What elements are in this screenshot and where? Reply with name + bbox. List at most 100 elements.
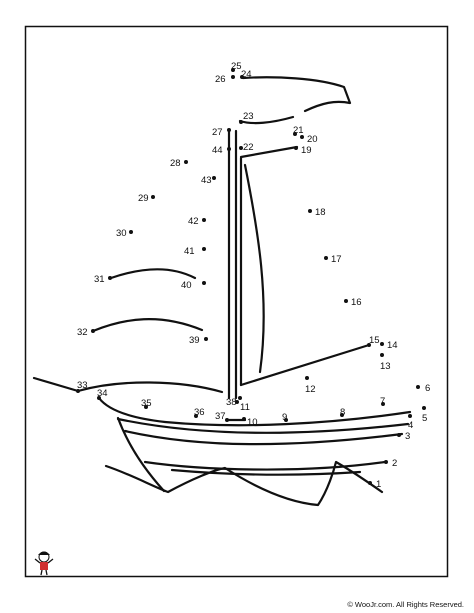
dot-23 xyxy=(239,120,243,124)
dot-number-18: 18 xyxy=(315,207,326,218)
dot-38 xyxy=(235,400,239,404)
dot-3 xyxy=(397,433,401,437)
jib-curve-lower xyxy=(91,318,204,333)
sail-top-edge xyxy=(239,145,299,159)
mascot-hair xyxy=(38,551,50,555)
dot-15 xyxy=(367,343,371,347)
hull-bow-line xyxy=(32,376,224,394)
dot-number-16: 16 xyxy=(351,297,362,308)
dot-31 xyxy=(108,276,112,280)
dot-34 xyxy=(97,396,101,400)
dot-number-36: 36 xyxy=(194,407,205,418)
dot-number-25: 25 xyxy=(231,61,242,72)
dot-number-43: 43 xyxy=(201,175,212,186)
dot-number-42: 42 xyxy=(188,216,199,227)
sail-boom xyxy=(239,343,371,387)
dot-24 xyxy=(240,75,244,79)
dot-number-8: 8 xyxy=(340,407,345,418)
dot-number-7: 7 xyxy=(380,396,385,407)
dot-33 xyxy=(76,389,80,393)
dot-number-31: 31 xyxy=(94,274,105,285)
dot-35 xyxy=(144,405,148,409)
mast xyxy=(227,128,238,400)
dot-number-22: 22 xyxy=(243,142,254,153)
dot-43 xyxy=(212,176,216,180)
dot-10 xyxy=(242,417,246,421)
hull-keel xyxy=(116,416,166,493)
hull-upper-plank xyxy=(116,417,410,434)
dot-44 xyxy=(227,147,231,151)
dot-number-2: 2 xyxy=(392,458,397,469)
dot-number-32: 32 xyxy=(77,327,88,338)
hull-waterline xyxy=(170,468,362,476)
dot-number-14: 14 xyxy=(387,340,398,351)
dot-30 xyxy=(129,230,133,234)
kid-mascot-logo xyxy=(34,551,54,576)
mascot-body xyxy=(40,562,48,570)
dot-number-35: 35 xyxy=(141,398,152,409)
dot-21 xyxy=(293,132,297,136)
dot-layer: 1234567891011121314151617181920212223242… xyxy=(76,61,430,490)
dot-9 xyxy=(284,418,288,422)
page-border xyxy=(24,25,449,578)
flag-bottom-edge xyxy=(238,115,295,125)
dot-1 xyxy=(368,481,372,485)
dot-11 xyxy=(238,396,242,400)
copyright-footer: © WooJr.com. All Rights Reserved. xyxy=(347,600,464,609)
dot-6 xyxy=(416,385,420,389)
dot-number-15: 15 xyxy=(369,335,380,346)
dot-25 xyxy=(231,68,235,72)
dot-17 xyxy=(324,256,328,260)
dot-number-17: 17 xyxy=(331,254,342,265)
hull-top-rail xyxy=(97,396,412,427)
dot-number-26: 26 xyxy=(215,74,226,85)
dot-number-29: 29 xyxy=(138,193,149,204)
dot-number-24: 24 xyxy=(241,69,252,80)
dot-number-30: 30 xyxy=(116,228,127,239)
dot-32 xyxy=(91,329,95,333)
dot-number-38: 38 xyxy=(226,397,237,408)
boat-line-art xyxy=(32,76,412,507)
dot-number-40: 40 xyxy=(181,280,192,291)
hull-middle-plank xyxy=(123,429,404,446)
dot-27 xyxy=(227,128,231,132)
dot-number-3: 3 xyxy=(405,431,410,442)
dot-40 xyxy=(202,281,206,285)
jib-curve-upper xyxy=(109,268,197,280)
sail-curve xyxy=(243,163,265,374)
dot-number-13: 13 xyxy=(380,361,391,372)
dot-number-20: 20 xyxy=(307,134,318,145)
dot-number-34: 34 xyxy=(97,388,108,399)
dot-28 xyxy=(184,160,188,164)
dot-number-41: 41 xyxy=(184,246,195,257)
dot-number-4: 4 xyxy=(408,420,413,431)
dot-4 xyxy=(408,414,412,418)
dot-number-5: 5 xyxy=(422,413,427,424)
hull-lower-plank xyxy=(143,460,387,471)
dot-number-6: 6 xyxy=(425,383,430,394)
mascot-legs xyxy=(40,569,48,576)
dot-39 xyxy=(204,337,208,341)
dot-number-11: 11 xyxy=(240,402,250,413)
dot-2 xyxy=(384,460,388,464)
dot-number-19: 19 xyxy=(301,145,312,156)
dot-12 xyxy=(305,376,309,380)
flag-top-edge xyxy=(241,76,352,113)
dot-number-39: 39 xyxy=(189,335,200,346)
waves xyxy=(104,460,384,507)
dot-number-27: 27 xyxy=(212,127,223,138)
dot-42 xyxy=(202,218,206,222)
dot-number-44: 44 xyxy=(212,145,223,156)
dot-18 xyxy=(308,209,312,213)
mascot-arms xyxy=(34,558,54,564)
dot-7 xyxy=(381,402,385,406)
dot-number-10: 10 xyxy=(247,417,258,428)
dot-20 xyxy=(300,135,304,139)
dot-36 xyxy=(194,414,198,418)
dot-number-23: 23 xyxy=(243,111,254,122)
dot-number-33: 33 xyxy=(77,380,88,391)
dot-5 xyxy=(422,406,426,410)
dot-26 xyxy=(231,75,235,79)
dot-37 xyxy=(225,418,229,422)
